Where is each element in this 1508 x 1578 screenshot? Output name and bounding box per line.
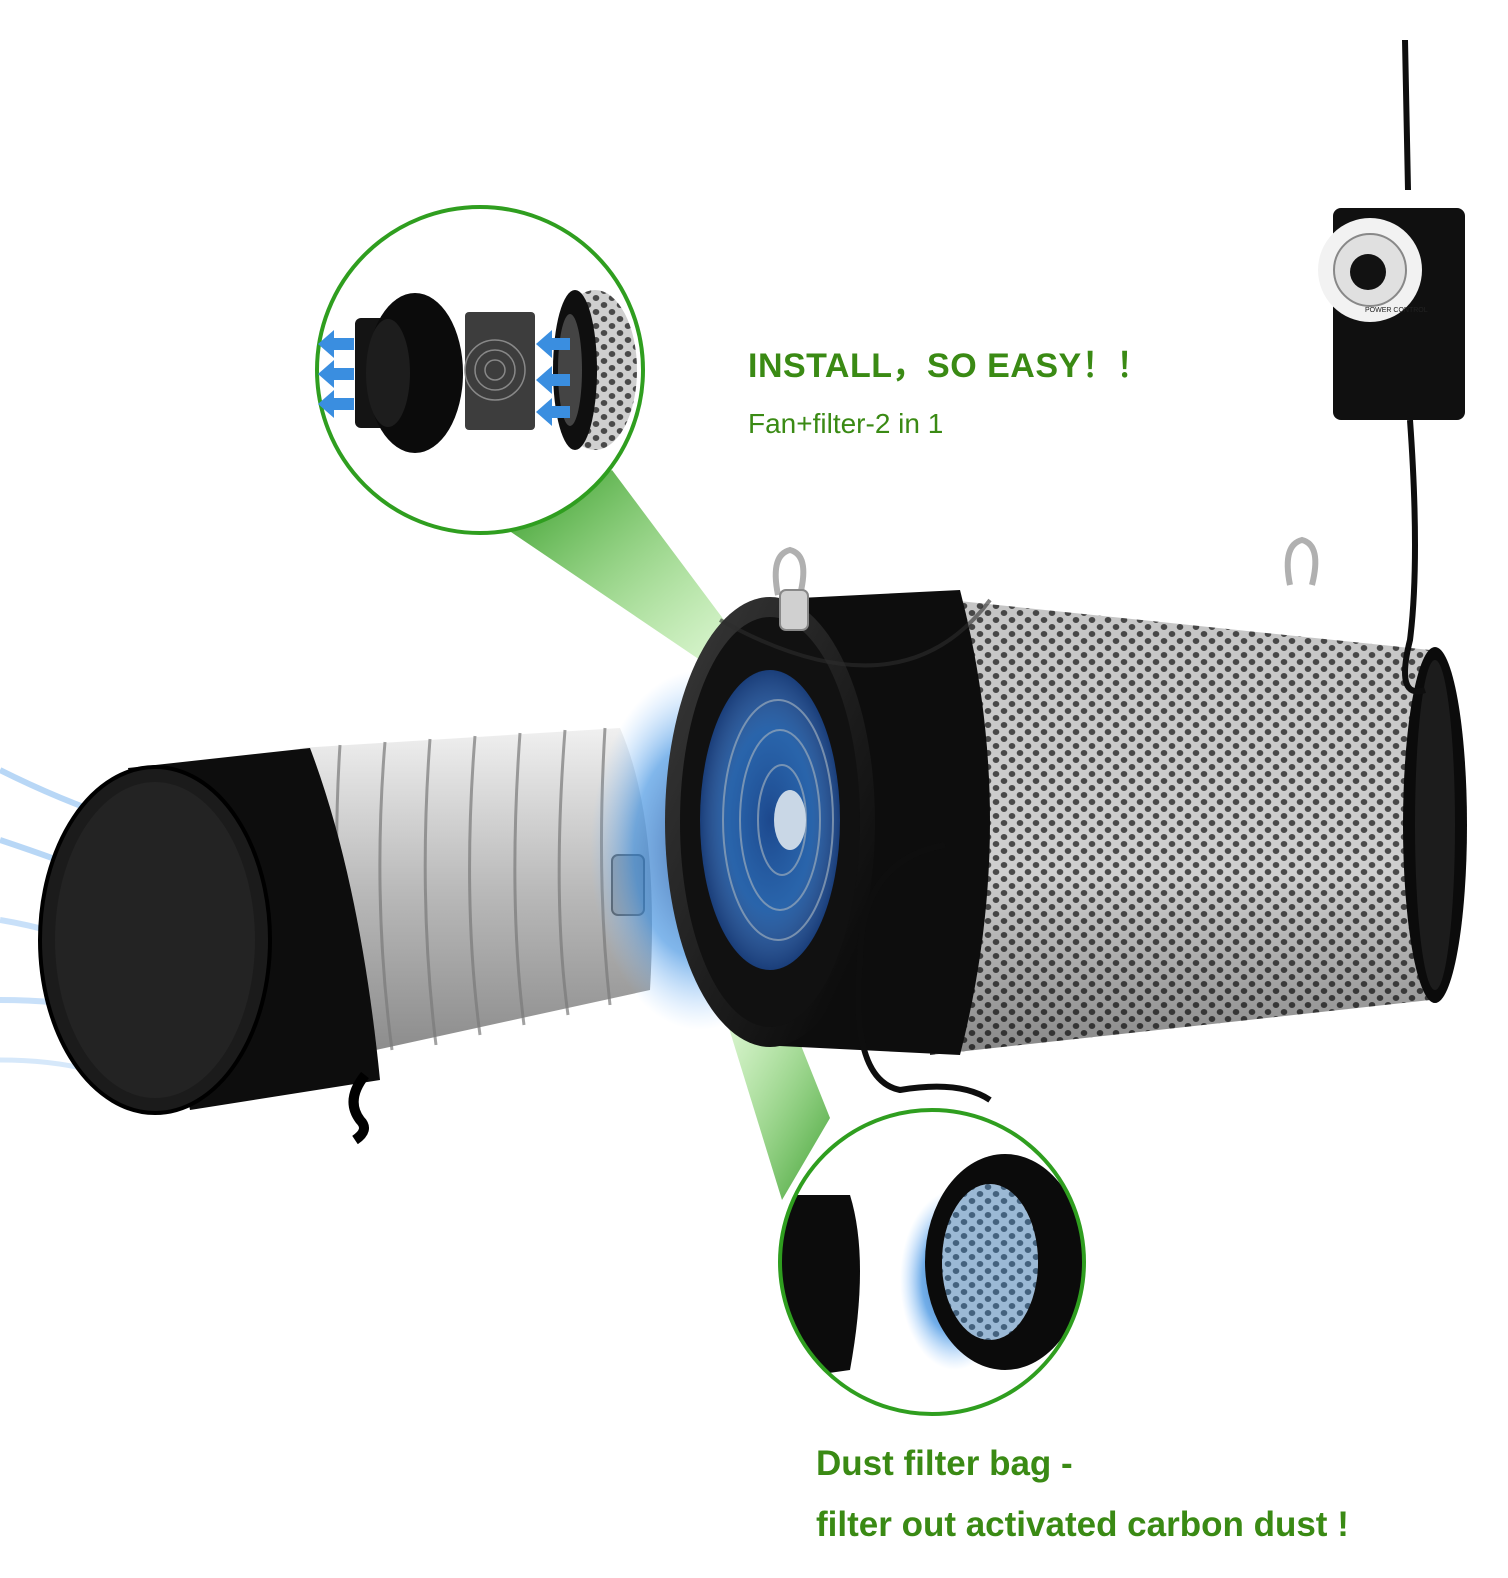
callout-beam-top xyxy=(508,470,736,660)
hanging-hooks xyxy=(772,536,1319,631)
dust-filter-bag xyxy=(38,748,380,1145)
callout-beam-bottom xyxy=(724,1012,830,1200)
power-cord xyxy=(855,39,1426,1103)
subline: Fan+filter-2 in 1 xyxy=(748,408,944,439)
callout-dust-bag xyxy=(778,1108,1086,1416)
speed-controller-icon: POWER CONTROL xyxy=(1318,208,1465,420)
inline-fan xyxy=(665,590,992,1055)
headline: INSTALL，SO EASY！！ xyxy=(748,347,1151,385)
callout-install xyxy=(315,205,645,535)
carbon-filter xyxy=(930,598,1467,1055)
caption-line-2: filter out activated carbon dust ! xyxy=(816,1505,1349,1544)
airflow-arrow-icon xyxy=(318,330,570,426)
caption-line-1: Dust filter bag - xyxy=(816,1444,1073,1483)
controller-label: POWER CONTROL xyxy=(1365,307,1428,314)
